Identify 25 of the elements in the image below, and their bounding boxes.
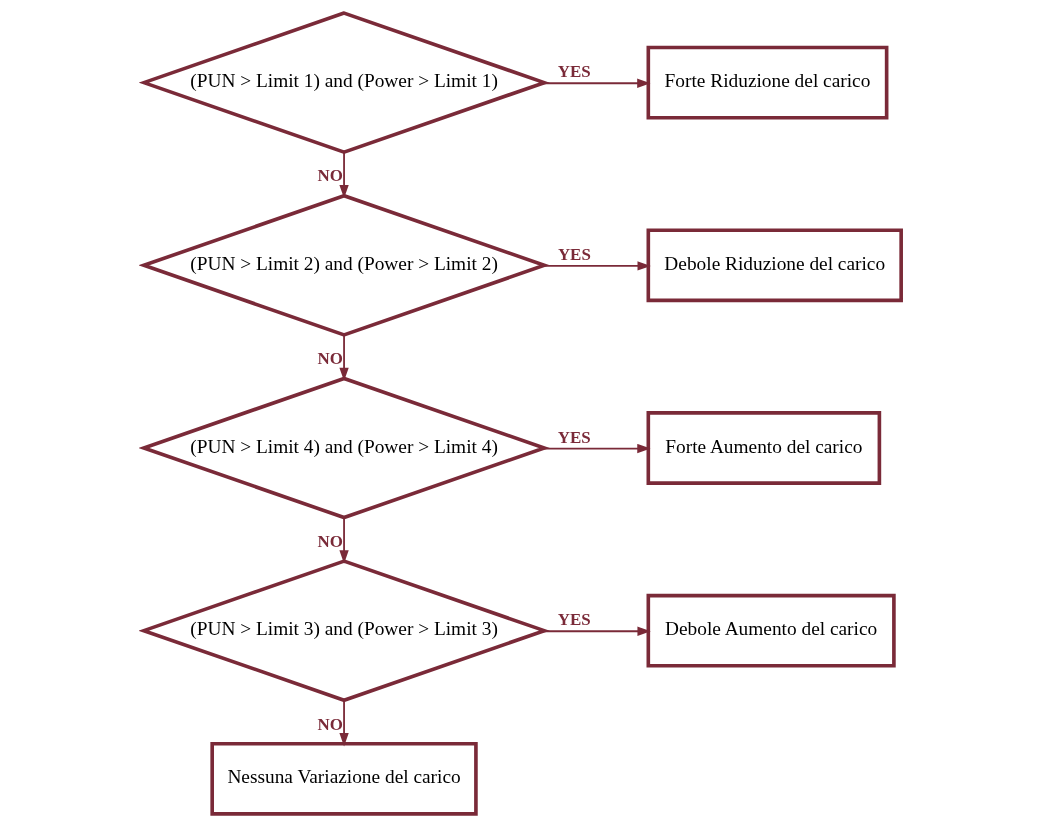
node-box: Forte Aumento del carico <box>646 411 882 485</box>
arrow <box>541 443 651 454</box>
edge-label: NO <box>317 714 343 734</box>
node-box: Debole Riduzione del carico <box>646 228 903 303</box>
node-diamond: (PUN > Limit 2) and (Power > Limit 2) <box>139 193 550 337</box>
node-diamond: (PUN > Limit 3) and (Power > Limit 3) <box>139 559 550 703</box>
edge-label: YES <box>557 245 591 265</box>
arrow <box>339 699 349 747</box>
node-diamond: (PUN > Limit 4) and (Power > Limit 4) <box>139 376 550 520</box>
node-box: Forte Riduzione del carico <box>646 45 889 120</box>
edge-label: NO <box>317 166 343 186</box>
arrow <box>339 151 349 199</box>
node-diamond: (PUN > Limit 1) and (Power > Limit 1) <box>139 11 550 155</box>
edge-label: YES <box>557 427 591 447</box>
arrow <box>541 78 651 88</box>
node-box: Nessuna Variazione del carico <box>210 741 478 816</box>
edge-label: NO <box>317 531 343 551</box>
edge-label: YES <box>557 610 591 630</box>
arrow <box>339 516 349 564</box>
arrow <box>541 261 651 271</box>
arrow <box>339 334 349 381</box>
edge-label: YES <box>557 62 591 82</box>
edge-label: NO <box>317 349 343 369</box>
node-box: Debole Aumento del carico <box>646 593 896 668</box>
arrow <box>541 626 651 636</box>
